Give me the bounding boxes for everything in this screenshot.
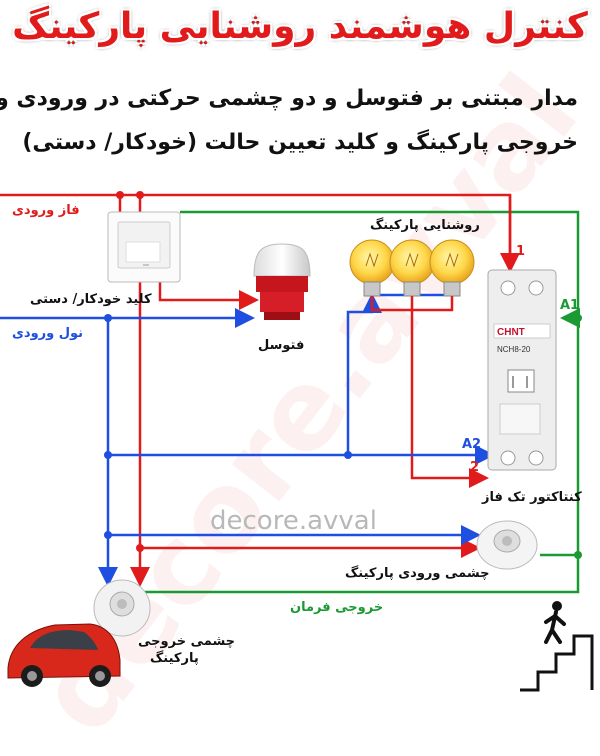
parking-lights-label: روشنایی پارکینگ (370, 218, 480, 233)
subtitle-line2: خروجی پارکینگ و کلید تعیین حالت (خودکار/… (22, 130, 578, 155)
terminal-2-label: 2 (470, 460, 480, 475)
car-icon (7, 623, 121, 687)
contactor-label: کنتاکتور تک فاز (482, 490, 582, 505)
subtitle-line1: مدار مبتنی بر فتوسل و دو چشمی حرکتی در و… (0, 86, 578, 111)
switch-label: کلید خودکار/ دستی (30, 292, 152, 307)
entrance-sensor-label: چشمی ورودی پارکینگ (345, 566, 490, 581)
wiring-diagram: CHNT NCH8-20 (0, 191, 594, 692)
switch-icon (107, 211, 181, 283)
motion-sensor-icon (476, 520, 538, 570)
terminal-1-label: 1 (516, 244, 526, 259)
walking-person-icon (520, 601, 594, 692)
terminal-a1-label: A1 (560, 298, 580, 313)
exit-sensor-label-1: چشمی خروجی (138, 634, 236, 649)
control-output-label: خروجی فرمان (290, 600, 384, 615)
neutral-input-label: نول ورودی (12, 326, 84, 341)
exit-motion-sensor-icon (93, 579, 151, 637)
svg-text:CHNT: CHNT (497, 327, 525, 338)
photocell-icon (253, 243, 311, 320)
terminal-a2-label: A2 (462, 437, 482, 452)
watermark-text: decore.avval (210, 506, 377, 536)
bulb-icon (349, 239, 475, 297)
contactor-icon: CHNT NCH8-20 (487, 269, 557, 471)
junction-dots (104, 191, 582, 559)
page-title: کنترل هوشمند روشنایی پارکینگ (12, 6, 588, 47)
photocell-label: فتوسل (258, 338, 305, 353)
phase-input-label: فاز ورودی (12, 203, 80, 218)
svg-text:NCH8-20: NCH8-20 (497, 345, 531, 354)
exit-sensor-label-2: پارکینگ (150, 651, 199, 666)
